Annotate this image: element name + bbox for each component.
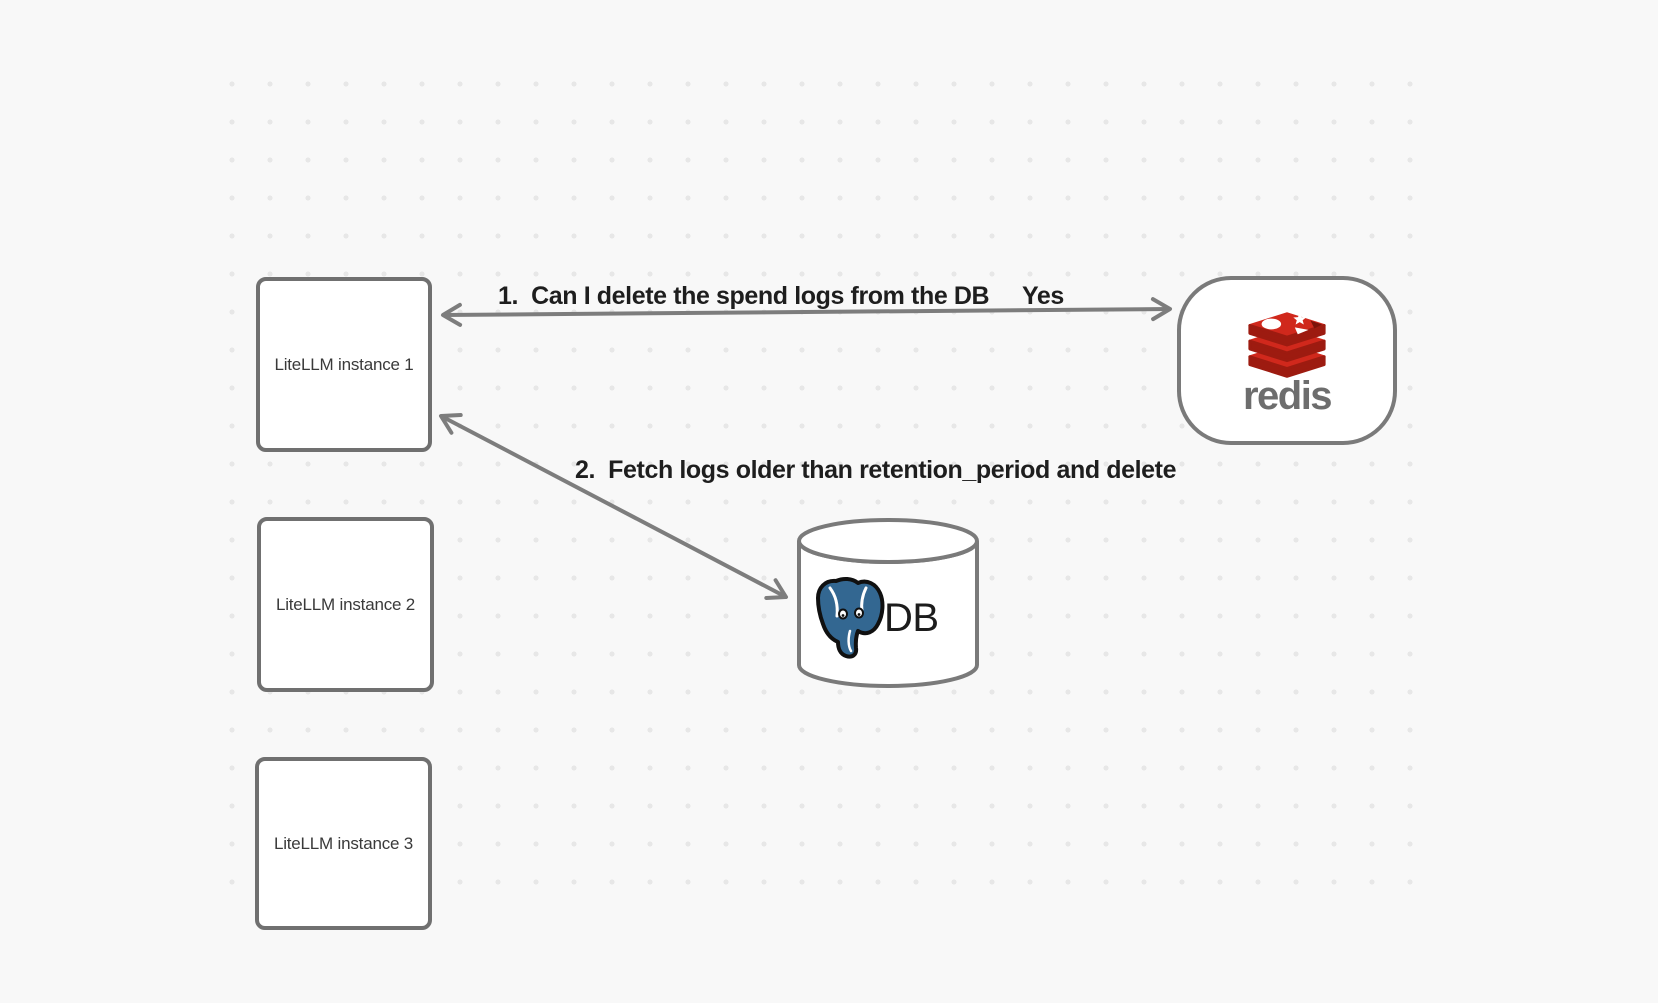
node-redis: redis [1177, 276, 1397, 445]
edge-2-label: 2. Fetch logs older than retention_perio… [575, 456, 1177, 484]
db-label: DB [884, 596, 939, 640]
node-litellm-instance-1-label: LiteLLM instance 1 [274, 354, 414, 374]
node-litellm-instance-3-label: LiteLLM instance 3 [273, 833, 414, 853]
node-litellm-instance-2-label: LiteLLM instance 2 [275, 594, 416, 614]
node-litellm-instance-2: LiteLLM instance 2 [257, 517, 434, 692]
redis-logo-icon [1248, 312, 1326, 378]
edge-1-response-label: Yes [1022, 282, 1064, 310]
edge-1-label: 1. Can I delete the spend logs from the … [498, 282, 990, 310]
redis-wordmark: redis [1242, 374, 1333, 418]
node-litellm-instance-1: LiteLLM instance 1 [256, 277, 432, 452]
node-litellm-instance-3: LiteLLM instance 3 [255, 757, 432, 930]
